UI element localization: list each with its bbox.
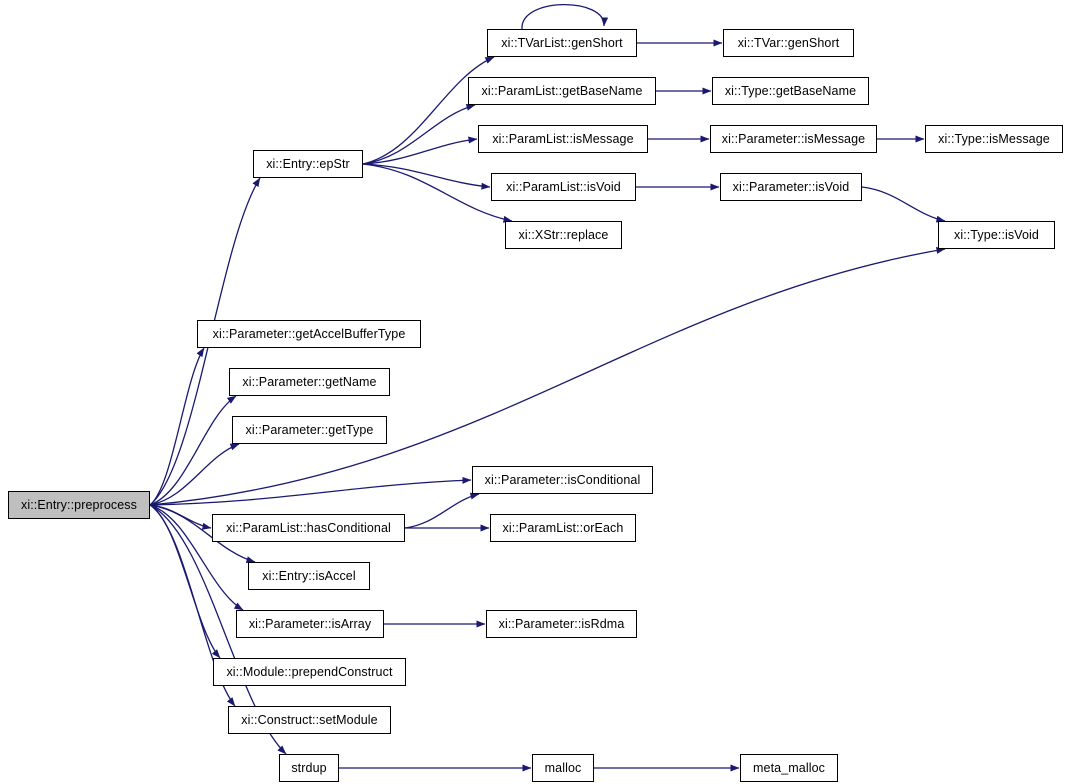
graph-node-label: malloc bbox=[544, 760, 582, 775]
graph-node-constr_setmodule[interactable]: xi::Construct::setModule bbox=[228, 706, 391, 734]
graph-node-malloc[interactable]: malloc bbox=[532, 754, 594, 782]
graph-node-label: xi::ParamList::isMessage bbox=[492, 131, 634, 146]
graph-node-label: xi::ParamList::getBaseName bbox=[481, 83, 643, 98]
graph-node-param_isarray[interactable]: xi::Parameter::isArray bbox=[236, 610, 384, 638]
graph-node-label: xi::ParamList::isVoid bbox=[506, 179, 621, 194]
graph-node-label: xi::Entry::preprocess bbox=[20, 497, 138, 512]
graph-edge-preprocess-to-mod_prepend bbox=[149, 504, 221, 659]
graph-edge-pl_hascond-to-param_iscond bbox=[404, 492, 480, 529]
graph-node-label: xi::Entry::isAccel bbox=[262, 568, 356, 583]
graph-edge-tvarlist_genshort-to-tvarlist_genshort bbox=[521, 4, 609, 30]
graph-node-label: xi::Parameter::isVoid bbox=[732, 179, 850, 194]
graph-node-meta_malloc[interactable]: meta_malloc bbox=[740, 754, 838, 782]
graph-node-label: xi::Type::getBaseName bbox=[724, 83, 857, 98]
graph-node-label: xi::Parameter::isRdma bbox=[498, 616, 625, 631]
graph-node-strdup[interactable]: strdup bbox=[279, 754, 339, 782]
graph-edge-preprocess-to-param_iscond bbox=[149, 476, 472, 506]
graph-edge-epstr-to-xstr_replace bbox=[362, 163, 513, 223]
graph-node-label: xi::Parameter::getAccelBufferType bbox=[212, 326, 406, 341]
graph-edge-preprocess-to-param_getname bbox=[149, 395, 237, 506]
graph-node-label: xi::Parameter::getType bbox=[245, 422, 374, 437]
graph-node-param_gettype[interactable]: xi::Parameter::getType bbox=[232, 416, 387, 444]
graph-node-type_isvoid[interactable]: xi::Type::isVoid bbox=[938, 221, 1055, 249]
graph-node-param_iscond[interactable]: xi::Parameter::isConditional bbox=[472, 466, 653, 494]
graph-node-label: xi::ParamList::orEach bbox=[502, 520, 624, 535]
graph-node-param_ismessage[interactable]: xi::Parameter::isMessage bbox=[710, 125, 877, 153]
graph-node-type_getbasename[interactable]: xi::Type::getBaseName bbox=[712, 77, 869, 105]
graph-node-label: xi::Module::prependConstruct bbox=[226, 664, 393, 679]
graph-edge-preprocess-to-param_gettype bbox=[149, 443, 240, 506]
graph-node-label: xi::Type::isMessage bbox=[938, 131, 1050, 146]
graph-node-label: xi::TVarList::genShort bbox=[501, 35, 623, 50]
graph-node-label: xi::Parameter::isConditional bbox=[484, 472, 641, 487]
graph-node-label: xi::Type::isVoid bbox=[954, 227, 1039, 242]
graph-node-label: meta_malloc bbox=[753, 760, 825, 775]
graph-edge-epstr-to-tvarlist_genshort bbox=[362, 56, 495, 165]
graph-node-param_getname[interactable]: xi::Parameter::getName bbox=[229, 368, 390, 396]
graph-edge-param_isvoid-to-type_isvoid bbox=[861, 186, 946, 223]
graph-node-label: xi::ParamList::hasConditional bbox=[226, 520, 391, 535]
graph-edge-preprocess-to-pl_hascond bbox=[149, 504, 212, 530]
graph-node-pl_isvoid[interactable]: xi::ParamList::isVoid bbox=[491, 173, 636, 201]
graph-node-mod_prepend[interactable]: xi::Module::prependConstruct bbox=[213, 658, 406, 686]
graph-node-label: xi::Entry::epStr bbox=[266, 156, 350, 171]
graph-node-pl_oreach[interactable]: xi::ParamList::orEach bbox=[490, 514, 636, 542]
graph-edge-epstr-to-pl_ismessage bbox=[362, 136, 478, 165]
graph-node-param_isvoid[interactable]: xi::Parameter::isVoid bbox=[720, 173, 862, 201]
graph-node-entry_isaccel[interactable]: xi::Entry::isAccel bbox=[248, 562, 370, 590]
graph-node-label: xi::TVar::genShort bbox=[737, 35, 840, 50]
graph-node-pl_hascond[interactable]: xi::ParamList::hasConditional bbox=[212, 514, 405, 542]
graph-node-label: strdup bbox=[291, 760, 327, 775]
graph-node-label: xi::XStr::replace bbox=[518, 227, 609, 242]
graph-node-tvarlist_genshort[interactable]: xi::TVarList::genShort bbox=[487, 29, 637, 57]
graph-node-label: xi::Construct::setModule bbox=[241, 712, 378, 727]
graph-node-label: xi::Parameter::isMessage bbox=[721, 131, 866, 146]
graph-edge-epstr-to-pl_isvoid bbox=[362, 163, 491, 190]
graph-node-type_ismessage[interactable]: xi::Type::isMessage bbox=[925, 125, 1063, 153]
graph-node-tvar_genshort[interactable]: xi::TVar::genShort bbox=[723, 29, 854, 57]
graph-node-label: xi::Parameter::isArray bbox=[248, 616, 372, 631]
graph-node-xstr_replace[interactable]: xi::XStr::replace bbox=[505, 221, 622, 249]
graph-node-epstr[interactable]: xi::Entry::epStr bbox=[253, 150, 363, 178]
graph-node-pl_ismessage[interactable]: xi::ParamList::isMessage bbox=[478, 125, 648, 153]
graph-edge-epstr-to-pl_getbasename bbox=[362, 103, 476, 165]
graph-node-pl_getbasename[interactable]: xi::ParamList::getBaseName bbox=[468, 77, 656, 105]
graph-node-getaccelbuffer[interactable]: xi::Parameter::getAccelBufferType bbox=[197, 320, 421, 348]
graph-edge-preprocess-to-getaccelbuffer bbox=[149, 347, 205, 506]
graph-node-param_isrdma[interactable]: xi::Parameter::isRdma bbox=[486, 610, 637, 638]
graph-node-preprocess[interactable]: xi::Entry::preprocess bbox=[8, 491, 150, 519]
graph-node-label: xi::Parameter::getName bbox=[242, 374, 377, 389]
